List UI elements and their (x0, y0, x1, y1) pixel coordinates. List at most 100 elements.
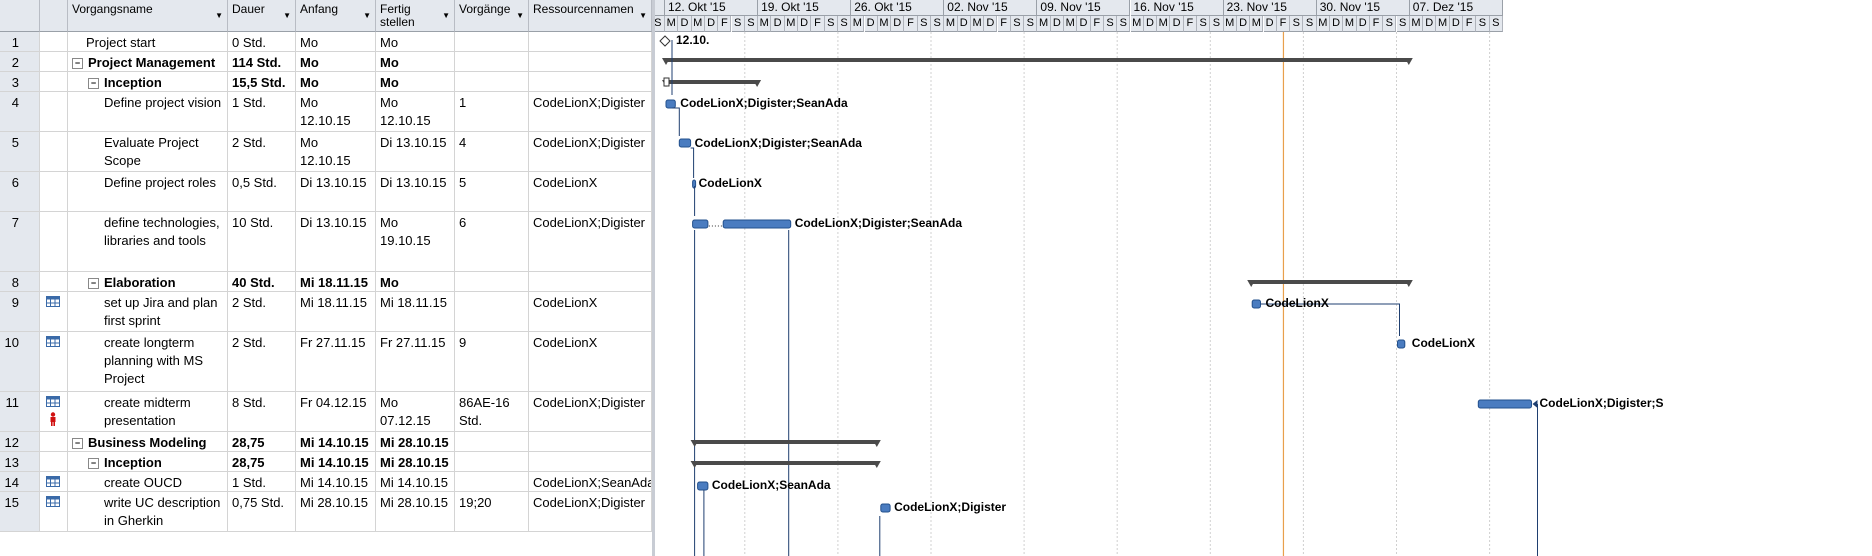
cell-finish[interactable]: Mi 14.10.15 (376, 472, 455, 491)
cell-name[interactable]: set up Jira and plan first sprint (68, 292, 228, 331)
cell-name[interactable]: Define project vision (68, 92, 228, 131)
cell-pred[interactable]: 5 (455, 172, 529, 211)
cell-start[interactable]: Mi 18.11.15 (296, 272, 376, 291)
cell-res[interactable] (529, 272, 652, 291)
row-number[interactable]: 6 (0, 172, 40, 211)
cell-res[interactable]: CodeLionX;Digister (529, 212, 652, 271)
cell-duration[interactable]: 0,5 Std. (228, 172, 296, 211)
column-header-resources[interactable]: Ressourcennamen▼ (529, 0, 652, 32)
cell-duration[interactable]: 8 Std. (228, 392, 296, 431)
summary-bm-inception-start[interactable] (690, 461, 699, 468)
cell-res[interactable] (529, 72, 652, 91)
cell-start[interactable]: Mi 14.10.15 (296, 452, 376, 471)
cell-pred[interactable]: 4 (455, 132, 529, 171)
cell-pred[interactable]: 19;20 (455, 492, 529, 531)
cell-duration[interactable]: 1 Std. (228, 472, 296, 491)
cell-duration[interactable]: 114 Std. (228, 52, 296, 71)
column-header-duration[interactable]: Dauer▼ (228, 0, 296, 32)
cell-pred[interactable] (455, 292, 529, 331)
cell-name[interactable]: Evaluate Project Scope (68, 132, 228, 171)
cell-res[interactable] (529, 432, 652, 451)
cell-finish[interactable]: Mo 07.12.15 (376, 272, 455, 291)
cell-res[interactable]: CodeLionX;Digister (529, 132, 652, 171)
bar-longterm-planning[interactable] (1397, 339, 1406, 349)
bar-define-tech-1[interactable] (692, 219, 709, 229)
bar-evaluate-scope[interactable] (678, 138, 692, 148)
cell-pred[interactable] (455, 272, 529, 291)
link-arrow[interactable] (1532, 400, 1538, 408)
cell-start[interactable]: Di 13.10.15 (296, 212, 376, 271)
cell-start[interactable]: Fr 04.12.15 (296, 392, 376, 431)
cell-name[interactable]: −Inception (68, 452, 228, 471)
row-number[interactable]: 5 (0, 132, 40, 171)
cell-res[interactable]: CodeLionX;Digister (529, 492, 652, 531)
row-number[interactable]: 2 (0, 52, 40, 71)
cell-pred[interactable] (455, 432, 529, 451)
collapse-icon[interactable]: − (88, 458, 99, 469)
cell-duration[interactable]: 10 Std. (228, 212, 296, 271)
cell-start[interactable]: Mo 12.10.15 (296, 72, 376, 91)
dropdown-icon[interactable]: ▼ (363, 11, 371, 20)
dropdown-icon[interactable]: ▼ (516, 11, 524, 20)
summary-business-modeling-end[interactable] (872, 440, 881, 447)
column-header-finish[interactable]: Fertig stellen▼ (376, 0, 455, 32)
cell-duration[interactable]: 0 Std. (228, 32, 296, 51)
summary-project-management[interactable] (665, 58, 1410, 62)
cell-pred[interactable] (455, 32, 529, 51)
cell-name[interactable]: Define project roles (68, 172, 228, 211)
cell-start[interactable]: Di 13.10.15 (296, 172, 376, 211)
row-number[interactable]: 7 (0, 212, 40, 271)
column-header-start[interactable]: Anfang▼ (296, 0, 376, 32)
dependency-link[interactable] (672, 107, 680, 136)
cell-name[interactable]: −Business Modeling (68, 432, 228, 451)
cell-pred[interactable]: 9 (455, 332, 529, 391)
cell-res[interactable]: CodeLionX;Digister (529, 392, 652, 431)
cell-duration[interactable]: 1 Std. (228, 92, 296, 131)
cell-start[interactable]: Mi 14.10.15 (296, 472, 376, 491)
cell-name[interactable]: create longterm planning with MS Project (68, 332, 228, 391)
bar-midterm-presentation[interactable] (1477, 399, 1532, 409)
cell-res[interactable]: CodeLionX;Digister (529, 92, 652, 131)
dependency-link[interactable] (690, 147, 695, 178)
cell-finish[interactable]: Mo 12.10.15 (376, 92, 455, 131)
cell-pred[interactable] (455, 472, 529, 491)
summary-project-management-start[interactable] (662, 58, 670, 65)
row-number[interactable]: 8 (0, 272, 40, 291)
cell-start[interactable]: Mi 14.10.15 (296, 432, 376, 451)
cell-finish[interactable]: Mo 07.12.15 (376, 52, 455, 71)
cell-duration[interactable]: 40 Std. (228, 272, 296, 291)
cell-duration[interactable]: 28,75 Std. (228, 432, 296, 451)
summary-elaboration[interactable] (1250, 280, 1410, 284)
column-header-name[interactable]: Vorgangsname▼ (68, 0, 228, 32)
cell-start[interactable]: Fr 27.11.15 (296, 332, 376, 391)
cell-res[interactable] (529, 52, 652, 71)
milestone-project-start[interactable] (659, 35, 671, 47)
column-header-predecessors[interactable]: Vorgänge▼ (455, 0, 529, 32)
cell-pred[interactable]: 1 (455, 92, 529, 131)
row-number[interactable]: 1 (0, 32, 40, 51)
cell-name[interactable]: create OUCD (68, 472, 228, 491)
cell-pred[interactable] (455, 52, 529, 71)
summary-bm-inception[interactable] (693, 461, 878, 465)
cell-finish[interactable]: Mi 28.10.15 (376, 432, 455, 451)
row-number[interactable]: 11 (0, 392, 40, 431)
cell-duration[interactable]: 15,5 Std. (228, 72, 296, 91)
cell-name[interactable]: define technologies, libraries and tools (68, 212, 228, 271)
cell-start[interactable]: Mo 12.10.15 (296, 92, 376, 131)
summary-inception[interactable] (665, 80, 759, 84)
cell-finish[interactable]: Mo 19.10.15 (376, 212, 455, 271)
collapse-icon[interactable]: − (88, 278, 99, 289)
row-number[interactable]: 15 (0, 492, 40, 531)
cell-finish[interactable]: Mi 18.11.15 (376, 292, 455, 331)
summary-business-modeling-start[interactable] (690, 440, 699, 447)
cell-name[interactable]: −Inception (68, 72, 228, 91)
